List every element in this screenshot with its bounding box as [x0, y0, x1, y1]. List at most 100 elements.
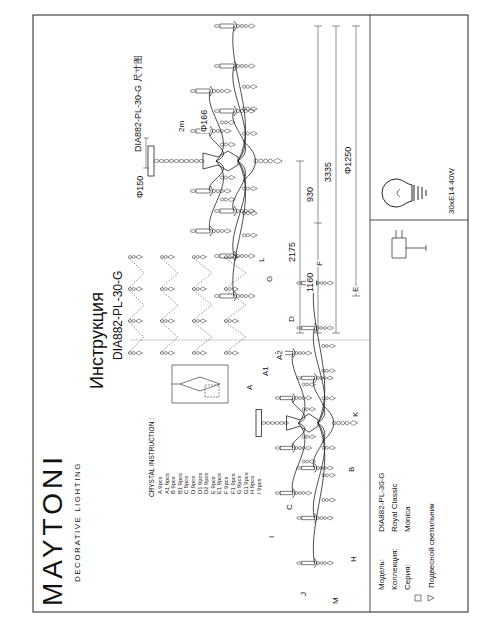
chandelier-stroke [329, 498, 335, 502]
dimension: 2m [178, 120, 187, 133]
chandelier-stroke [325, 397, 328, 400]
chandelier-stroke [250, 233, 257, 237]
chandelier-stroke [214, 65, 219, 68]
list-item: D1 9pcs [197, 472, 203, 495]
chandelier-stroke [228, 175, 235, 179]
chandelier-stroke [136, 351, 143, 355]
chandelier-stroke [234, 106, 237, 116]
chandelier-stroke [148, 146, 154, 176]
drawing-title: DIA882-PL-30-G 尺寸图 [134, 54, 144, 153]
chandelier-stroke [164, 160, 169, 163]
chandelier-stroke [345, 421, 349, 425]
chandelier-stroke [248, 209, 255, 213]
chandelier-stroke [306, 383, 309, 386]
chandelier-stroke [192, 257, 212, 353]
list-item: I 9pcs [256, 478, 262, 495]
chandelier-stroke [234, 21, 237, 31]
chandelier-stroke [129, 288, 132, 291]
chandelier-stroke [292, 353, 305, 423]
callout-letter: D [288, 315, 297, 323]
chandelier-stroke [341, 421, 345, 425]
list-item: B 9pcs [170, 475, 176, 495]
chandelier-stroke [196, 189, 210, 193]
chandelier-stroke [302, 383, 305, 386]
list-item: D2 9pcs [203, 472, 209, 495]
chandelier-stroke [302, 561, 315, 565]
list-item: H 9pcs [249, 475, 255, 495]
list-item: A1 9pcs [164, 472, 170, 495]
chandelier-stroke [322, 446, 325, 449]
chandelier-stroke [200, 287, 207, 291]
chandelier-stroke [329, 473, 335, 477]
chandelier-stroke [254, 159, 258, 163]
chandelier-stroke [224, 198, 227, 201]
chandelier-stroke [190, 90, 195, 93]
chandelier-stroke [242, 234, 245, 237]
chandelier-stroke [132, 288, 135, 291]
list-item: D 9pcs [190, 475, 196, 495]
chandelier-stroke [248, 294, 255, 298]
chandelier-stroke [220, 229, 223, 232]
table-cell: Коллекция: [391, 547, 400, 591]
chandelier-stroke [240, 254, 243, 257]
chandelier-stroke [322, 345, 325, 348]
chandelier-stroke [236, 209, 239, 212]
callout-letter: L [258, 257, 267, 263]
callout-letter: A2 [276, 349, 285, 361]
chandelier-stroke [327, 516, 333, 520]
chandelier-stroke [327, 281, 333, 285]
chandelier-stroke [212, 129, 215, 132]
chandelier-stroke [161, 320, 164, 323]
chandelier-stroke [210, 186, 213, 196]
chandelier-stroke [159, 160, 164, 163]
chandelier-stroke [250, 131, 257, 135]
callout-letter: B [348, 466, 357, 473]
chandelier-stroke [233, 161, 246, 211]
chandelier-stroke [193, 352, 196, 355]
dimension: 930 [306, 186, 316, 203]
chandelier-stroke [161, 288, 164, 291]
chandelier-stroke [232, 287, 239, 291]
chandelier-stroke [295, 492, 298, 495]
chandelier-stroke [224, 121, 227, 124]
chandelier-stroke [306, 408, 309, 411]
chandelier-stroke [327, 326, 333, 330]
chandelier-stroke [200, 319, 207, 323]
chandelier-stroke [275, 397, 280, 400]
dimension: Φ1250 [344, 146, 354, 175]
chandelier-stroke [320, 562, 323, 565]
chandelier-stroke [200, 351, 207, 355]
chandelier-stroke [259, 159, 263, 163]
chandelier-stroke [309, 460, 315, 464]
chandelier-stroke [232, 255, 239, 259]
chandelier-stroke [128, 257, 144, 353]
chandelier-stroke [220, 189, 223, 192]
callout-letter: E [352, 286, 361, 293]
chandelier-stroke [305, 396, 311, 400]
chandelier-stroke [214, 295, 219, 298]
chandelier-stroke [214, 110, 219, 113]
chandelier-stroke [323, 562, 326, 565]
chandelier-stroke [273, 158, 282, 163]
chandelier-stroke [132, 352, 135, 355]
callout-letter: I [268, 535, 277, 539]
list-item: F 9pcs [223, 476, 229, 495]
callout-letter: A [246, 384, 255, 391]
chandelier-stroke [136, 287, 143, 291]
chandelier-stroke [209, 161, 223, 191]
chandelier-stroke [329, 369, 335, 373]
chandelier-stroke [196, 89, 210, 93]
chandelier-stroke [228, 197, 235, 201]
chandelier-stroke [228, 288, 231, 291]
chandelier-stroke [248, 24, 255, 28]
chandelier-stroke [193, 256, 196, 259]
chandelier-stroke [236, 294, 239, 297]
chandelier-stroke [325, 446, 328, 449]
list-item: C 9pcs [183, 475, 189, 495]
model-number: DIA882-PL-30-G [112, 270, 125, 361]
chandelier-stroke [246, 132, 249, 135]
chandelier-stroke [232, 319, 239, 323]
chandelier-stroke [256, 410, 261, 437]
chandelier-stroke [224, 257, 246, 353]
chandelier-stroke [279, 422, 284, 425]
